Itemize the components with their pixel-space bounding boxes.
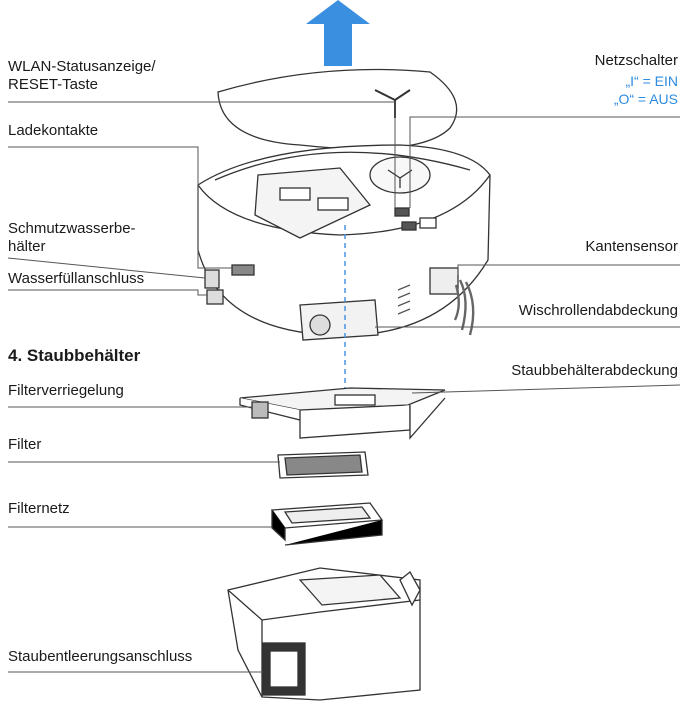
label-netzschalter: Netzschalter — [594, 52, 678, 69]
label-kantensensor: Kantensensor — [585, 238, 678, 255]
robot-body — [197, 144, 491, 341]
top-cover — [217, 68, 458, 150]
label-aus: „O“ = AUS — [613, 91, 678, 107]
label-wlan-line1: WLAN-Statusanzeige/ — [8, 58, 156, 75]
dust-bin — [227, 567, 421, 701]
label-wlan-line2: RESET-Taste — [8, 76, 99, 93]
filter — [277, 451, 369, 479]
label-ladekontakte: Ladekontakte — [8, 122, 99, 139]
label-filter: Filter — [8, 436, 42, 453]
label-schmutz-line2: hälter — [8, 238, 46, 255]
label-wischrollen: Wischrollendabdeckung — [518, 302, 678, 319]
label-wasserfull: Wasserfüllanschluss — [8, 270, 145, 287]
label-filternetz: Filternetz — [8, 500, 70, 517]
up-arrow-icon — [306, 0, 370, 66]
leader-lines — [7, 101, 681, 673]
label-filterverriegelung: Filterverriegelung — [8, 382, 124, 399]
section-title: 4. Staubbehälter — [8, 346, 141, 365]
label-schmutz-line1: Schmutzwasserbe- — [8, 220, 136, 237]
label-ein: „I“ = EIN — [625, 73, 678, 89]
filter-net — [270, 502, 384, 546]
label-staubbehalterabdeckung: Staubbehälterabdeckung — [511, 362, 678, 379]
label-staubentleerung: Staubentleerungsanschluss — [8, 648, 193, 665]
dust-container-lid — [239, 387, 446, 440]
